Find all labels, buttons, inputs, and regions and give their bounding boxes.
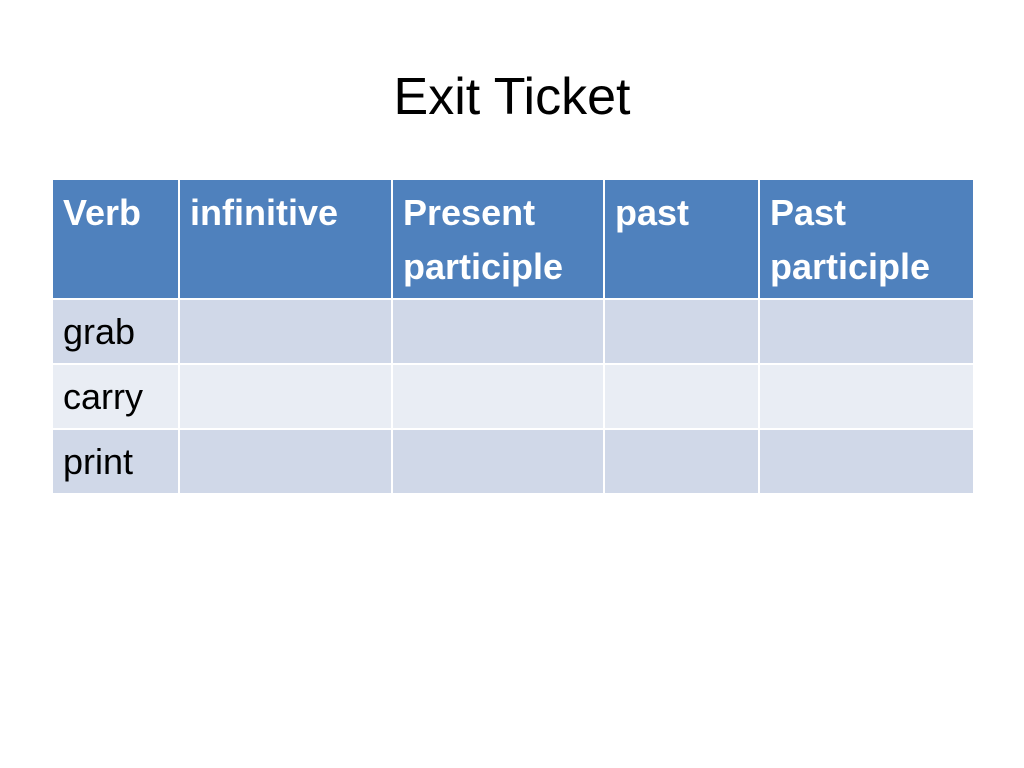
verb-cell: print <box>51 428 180 495</box>
past-participle-cell <box>758 428 975 495</box>
past-cell <box>603 428 760 495</box>
table-header-row: Verb infinitive Present participle past … <box>51 178 975 300</box>
past-participle-cell <box>758 298 975 365</box>
slide-title: Exit Ticket <box>393 68 631 126</box>
infinitive-cell <box>178 298 393 365</box>
infinitive-cell <box>178 363 393 430</box>
header-verb: Verb <box>51 178 180 300</box>
header-past-participle: Past participle <box>758 178 975 300</box>
verb-table: Verb infinitive Present participle past … <box>51 178 975 495</box>
past-cell <box>603 363 760 430</box>
present-participle-cell <box>391 428 605 495</box>
past-participle-cell <box>758 363 975 430</box>
present-participle-cell <box>391 363 605 430</box>
verb-cell: grab <box>51 298 180 365</box>
table-row: print <box>51 428 975 495</box>
header-infinitive: infinitive <box>178 178 393 300</box>
present-participle-cell <box>391 298 605 365</box>
past-cell <box>603 298 760 365</box>
verb-cell: carry <box>51 363 180 430</box>
infinitive-cell <box>178 428 393 495</box>
header-present-participle: Present participle <box>391 178 605 300</box>
table-row: grab <box>51 298 975 365</box>
table-row: carry <box>51 363 975 430</box>
header-past: past <box>603 178 760 300</box>
